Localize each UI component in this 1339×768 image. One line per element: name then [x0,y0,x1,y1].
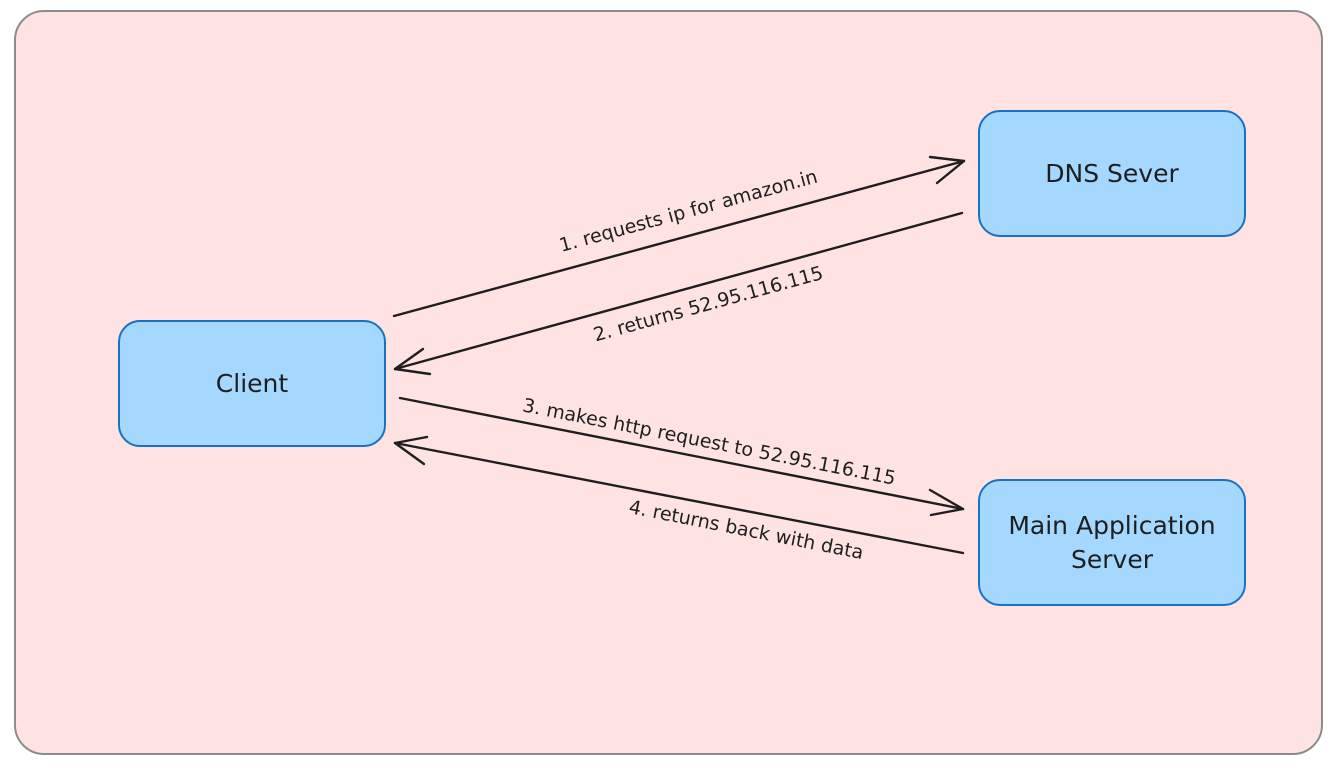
node-client[interactable]: Client [118,320,386,447]
node-dns-server[interactable]: DNS Sever [978,110,1246,237]
node-client-label: Client [215,368,289,398]
node-main-application-server[interactable]: Main Application Server [978,479,1246,606]
edge-return-data-arrowhead [393,435,429,466]
edge-http-request-arrowhead [928,488,965,517]
edge-return-ip-arrowhead [393,347,432,376]
edge-request-ip-arrowhead [928,155,966,185]
edge-return-data-line [393,441,965,555]
edge-http-request-line [398,396,965,511]
edge-http-request: 3. makes http request to 52.95.116.115 [398,394,965,517]
edge-return-data: 4. returns back with data [393,435,965,564]
node-dns-server-label: DNS Sever [1045,158,1179,188]
edge-request-ip-line [392,159,966,318]
node-main-application-server-label: Main Application Server [1008,510,1216,574]
edge-http-request-label: 3. makes http request to 52.95.116.115 [521,394,898,489]
edge-return-data-label: 4. returns back with data [627,496,865,564]
edge-return-ip-line [393,211,964,371]
